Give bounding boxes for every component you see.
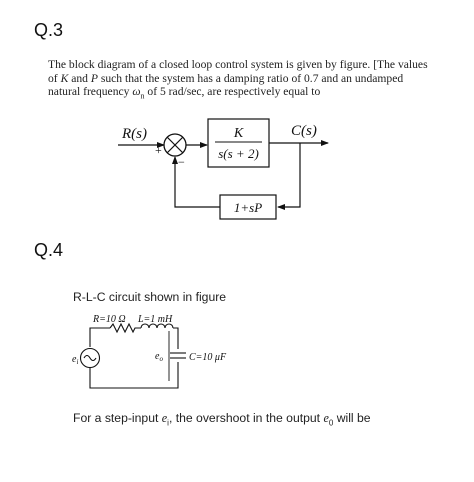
question-4-intro: R-L-C circuit shown in figure bbox=[73, 290, 227, 304]
capacitor-label: C=10 μF bbox=[189, 352, 227, 363]
q3-line-1: The block diagram of a closed loop contr… bbox=[48, 58, 428, 71]
q3-line-3: natural frequency ωn of 5 rad/sec, are r… bbox=[48, 85, 321, 101]
forward-numerator: K bbox=[233, 126, 244, 141]
inductor-label: L=1 mH bbox=[137, 314, 173, 325]
wire-bottom bbox=[89, 362, 179, 389]
resistor bbox=[109, 322, 141, 334]
input-label: R(s) bbox=[121, 126, 147, 142]
q3-line-2: of K and P such that the system has a da… bbox=[48, 71, 404, 85]
wire-left-top bbox=[89, 327, 110, 347]
minus-sign: − bbox=[178, 155, 185, 169]
feedback-block bbox=[219, 194, 277, 220]
question-3-text: The block diagram of a closed loop contr… bbox=[48, 58, 448, 103]
output-label: eo bbox=[155, 351, 163, 363]
feedback-block-label: 1+sP bbox=[234, 200, 262, 215]
feedback-takeoff-line bbox=[277, 143, 301, 210]
feedback-return-line bbox=[172, 156, 220, 208]
source-label: ei bbox=[72, 354, 78, 366]
output-label: C(s) bbox=[291, 123, 317, 139]
question-3-number: Q.3 bbox=[34, 20, 64, 40]
inductor bbox=[140, 323, 174, 329]
ac-source bbox=[79, 347, 101, 369]
resistor-label: R=10 Ω bbox=[92, 314, 126, 325]
wire-right-top bbox=[173, 327, 179, 349]
question-4-text: For a step-input ei, the overshoot in th… bbox=[73, 411, 371, 428]
forward-denominator: s(s + 2) bbox=[218, 146, 259, 161]
question-4-number: Q.4 bbox=[34, 240, 64, 260]
plus-sign: + bbox=[155, 143, 162, 157]
